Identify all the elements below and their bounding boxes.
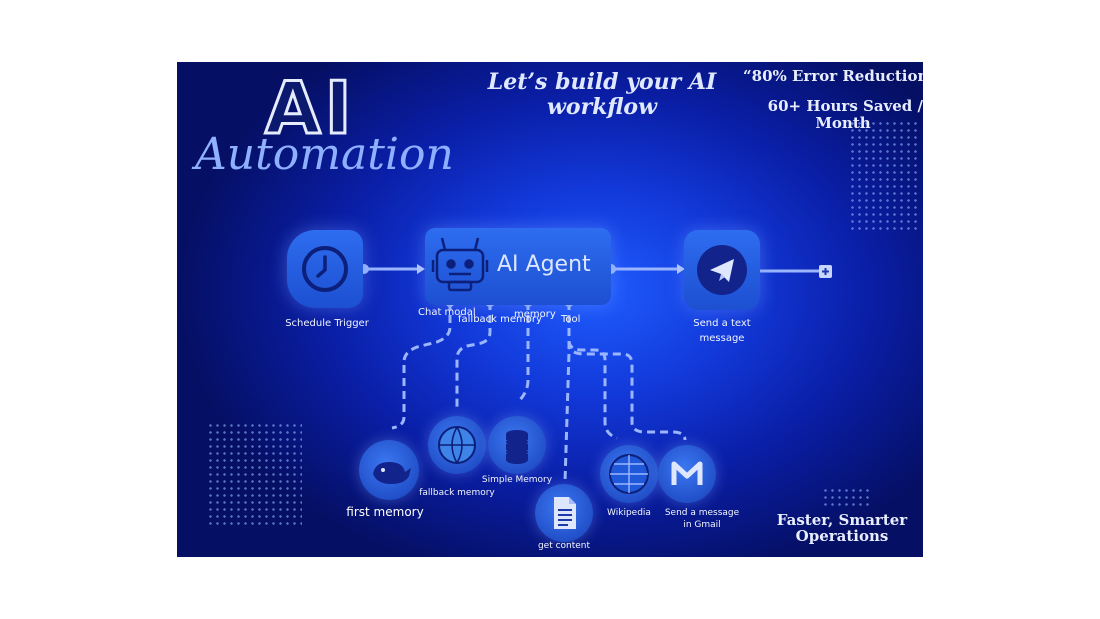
wikipedia-label: Wikipedia [607,508,651,518]
first-memory-label: first memory [346,505,424,519]
whale-icon [373,462,411,484]
telegram-node[interactable] [684,230,760,310]
simple-memory-label: Simple Memory [481,475,553,485]
dot-pattern-right [849,120,919,230]
dash-memory [516,302,530,404]
fallback-memory-label: fallback memory [419,488,495,498]
ai-agent-node[interactable]: AI Agent [425,228,611,305]
port-label-chat-model: Chat modal [418,307,476,318]
wikipedia-node[interactable] [600,445,658,503]
get-content-node[interactable] [535,484,593,542]
dot-pattern-bottom [822,487,872,509]
schedule-trigger-label: Schedule Trigger [285,318,369,329]
ai-agent-label: AI Agent [497,252,591,277]
simple-memory-node[interactable] [488,416,546,474]
port-label-fallback-memory: fallback memory [458,314,542,325]
tagline-line1: Faster, Smarter [776,511,908,529]
stat-hours-line1: 60+ Hours Saved / [767,97,923,115]
workflow-banner: AI Automation Let’s build your AI workfl… [177,62,923,557]
telegram-label-line1: Send a text [693,318,751,329]
get-content-label: get content [537,541,591,551]
dash-tool-wikipedia [567,302,618,440]
headline-line1: Let’s build your AI [487,69,717,95]
globe-icon [438,426,476,464]
gmail-label-line2: in Gmail [683,520,721,530]
gmail-node[interactable] [658,445,716,503]
document-icon [554,497,576,529]
schedule-trigger-node[interactable] [287,230,363,308]
dash-fallback-memory [455,302,492,407]
arrow-head [417,264,425,274]
logo-letters: AI [264,66,356,150]
arrow-head [677,264,685,274]
telegram-label-line2: message [699,333,745,344]
clock-icon [302,246,348,292]
gmail-label-line1: Send a message [664,508,740,518]
port-label-tool: Tool [561,314,581,325]
port-label-memory: memory [514,309,556,320]
stat-hours-line2: Month [815,114,871,132]
logo-script: Automation [195,129,454,180]
database-icon [506,430,528,464]
robot-icon [431,237,489,292]
headline-line2: workflow [546,94,658,120]
wikipedia-globe-icon [609,454,649,494]
dot-pattern-left [207,422,302,527]
gmail-icon [671,461,703,485]
fallback-memory-node[interactable] [428,416,486,474]
dash-chat-model [391,302,452,430]
telegram-icon [697,245,747,295]
dash-tool-gmail [567,302,687,441]
tagline-line2: Operations [795,527,889,545]
first-memory-node[interactable] [359,440,419,500]
stat-error-reduction: “80% Error Reduction [743,67,923,85]
